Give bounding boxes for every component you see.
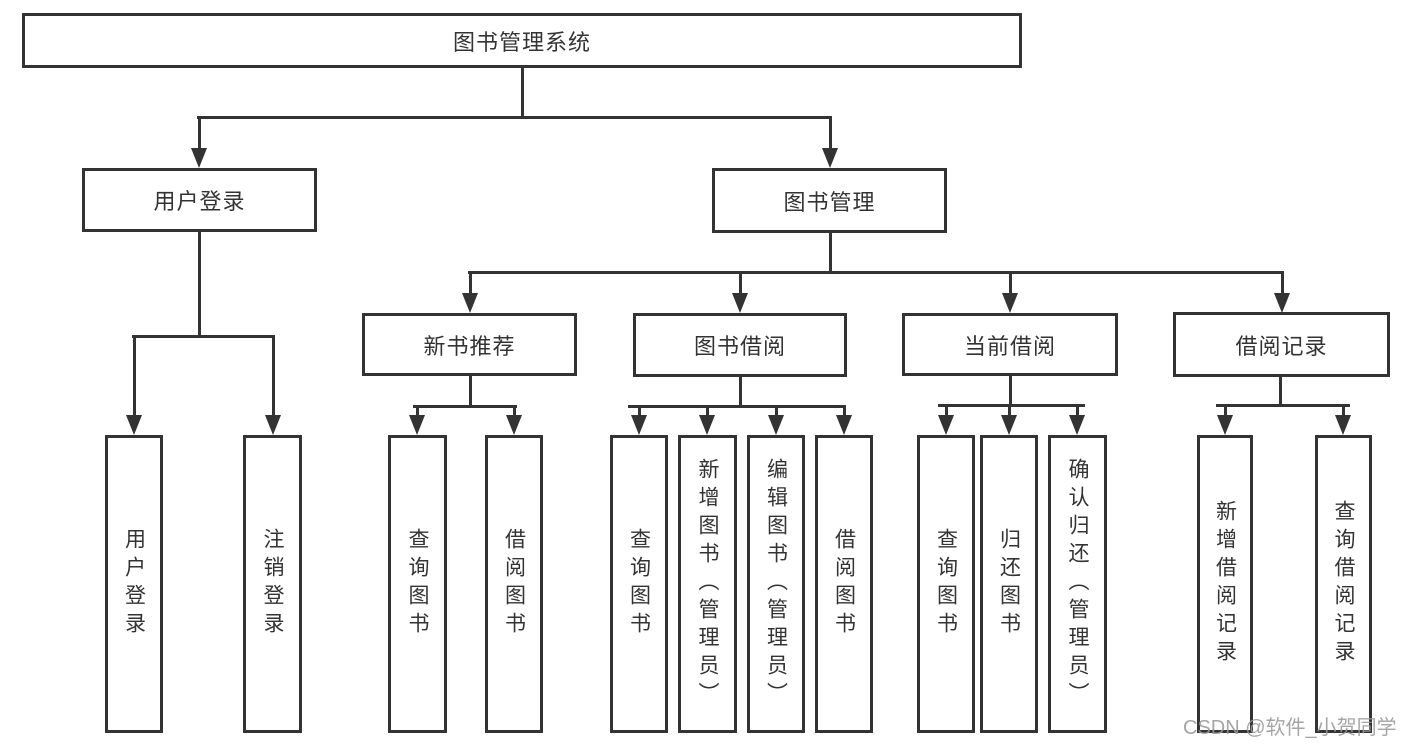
leaf-edit-books-admin: 编辑图书（管理员）	[747, 435, 805, 733]
leaf-label: 确认归还（管理员）	[1066, 458, 1089, 710]
connector-line	[132, 335, 275, 338]
arrow-down-icon	[1001, 404, 1017, 435]
node-root: 图书管理系统	[22, 13, 1022, 68]
node-current-borrow: 当前借阅	[902, 313, 1118, 376]
leaf-label: 查询借阅记录	[1332, 500, 1355, 668]
arrow-down-icon	[631, 405, 647, 435]
node-label: 借阅记录	[1235, 333, 1328, 359]
leaf-add-books-admin: 新增图书（管理员）	[678, 435, 737, 733]
leaf-query-borrow-record: 查询借阅记录	[1315, 435, 1372, 733]
leaf-label: 查询图书	[934, 528, 958, 640]
connector-line	[521, 68, 524, 119]
leaf-confirm-return-admin: 确认归还（管理员）	[1048, 435, 1107, 733]
connector-line	[469, 376, 472, 408]
leaf-label: 借阅图书	[502, 528, 526, 640]
arrow-down-icon	[699, 405, 715, 435]
arrow-down-icon	[506, 405, 522, 435]
arrow-down-icon	[126, 335, 142, 435]
node-label: 图书管理	[783, 189, 876, 215]
arrow-down-icon	[265, 335, 281, 435]
connector-line	[197, 116, 831, 119]
node-label: 新书推荐	[423, 333, 516, 359]
connector-line	[829, 233, 832, 274]
connector-line	[1279, 377, 1282, 407]
leaf-borrow-books: 借阅图书	[485, 435, 543, 733]
leaf-label: 新增图书（管理员）	[696, 458, 719, 710]
leaf-query-books: 查询图书	[388, 435, 447, 733]
connector-line	[198, 232, 201, 338]
arrow-down-icon	[409, 405, 425, 435]
arrow-down-icon	[822, 116, 838, 168]
arrow-down-icon	[732, 271, 748, 313]
leaf-label: 注销登录	[261, 528, 284, 640]
node-book-management: 图书管理	[712, 168, 947, 233]
node-label: 当前借阅	[963, 333, 1056, 359]
arrow-down-icon	[1002, 271, 1018, 313]
leaf-return-books: 归还图书	[980, 435, 1038, 733]
arrow-down-icon	[1335, 404, 1351, 435]
leaf-query-books: 查询图书	[610, 435, 668, 733]
leaf-query-books: 查询图书	[917, 435, 975, 733]
node-user-login: 用户登录	[82, 168, 317, 232]
connector-line	[1216, 404, 1350, 407]
arrow-down-icon	[768, 405, 784, 435]
arrow-down-icon	[1274, 271, 1290, 313]
leaf-add-borrow-record: 新增借阅记录	[1197, 435, 1253, 733]
leaf-user-login: 用户登录	[105, 435, 163, 733]
arrow-down-icon	[191, 116, 207, 168]
leaf-label: 用户登录	[122, 528, 146, 640]
leaf-borrow-books: 借阅图书	[815, 435, 873, 733]
node-book-borrow: 图书借阅	[633, 313, 847, 377]
leaf-logout: 注销登录	[243, 435, 302, 733]
node-new-book-recommend: 新书推荐	[362, 313, 577, 376]
arrow-down-icon	[836, 405, 852, 435]
leaf-label: 查询图书	[627, 528, 651, 640]
connector-line	[628, 405, 846, 408]
watermark: CSDN @软件_小贺同学	[1183, 717, 1397, 739]
connector-line	[739, 377, 742, 408]
leaf-label: 归还图书	[997, 528, 1021, 640]
leaf-label: 查询图书	[406, 528, 429, 640]
connector-line	[413, 405, 517, 408]
node-label: 图书借阅	[693, 334, 786, 359]
connector-line	[938, 404, 1085, 407]
node-borrow-records: 借阅记录	[1173, 312, 1390, 377]
connector-line	[468, 271, 1283, 274]
leaf-label: 借阅图书	[832, 528, 856, 640]
connector-line	[1009, 376, 1012, 407]
arrow-down-icon	[1069, 404, 1085, 435]
node-root-label: 图书管理系统	[452, 29, 591, 55]
arrow-down-icon	[462, 271, 478, 313]
leaf-label: 新增借阅记录	[1213, 500, 1237, 668]
leaf-label: 编辑图书（管理员）	[764, 458, 788, 710]
arrow-down-icon	[1217, 404, 1233, 435]
arrow-down-icon	[938, 404, 954, 435]
node-label: 用户登录	[153, 189, 246, 214]
